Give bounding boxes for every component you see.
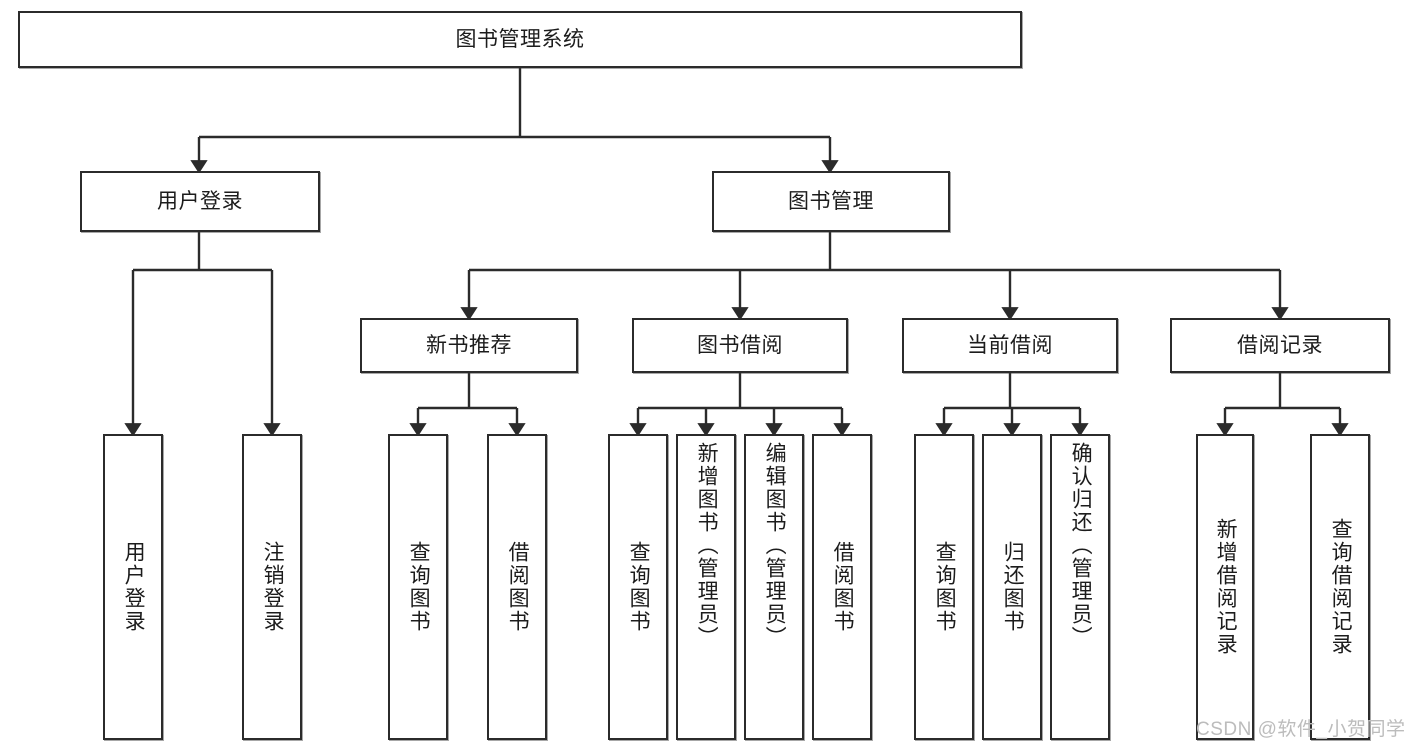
node-leaf-add-record-label: 新增借阅记录 — [1214, 518, 1238, 656]
node-root[interactable]: 图书管理系统 — [18, 11, 1022, 68]
node-leaf-query-book-3-label: 查询图书 — [933, 541, 957, 633]
node-leaf-confirm-return-label: 确认归还（管理员） — [1069, 442, 1093, 649]
node-leaf-borrow-book-2-label: 借阅图书 — [831, 541, 855, 633]
node-leaf-edit-book-label: 编辑图书（管理员） — [763, 442, 787, 649]
node-leaf-query-book-1[interactable]: 查询图书 — [388, 434, 448, 740]
node-book-manage[interactable]: 图书管理 — [712, 171, 950, 232]
node-leaf-logout[interactable]: 注销登录 — [242, 434, 302, 740]
node-book-borrow-label: 图书借阅 — [697, 333, 783, 357]
node-new-book-rec[interactable]: 新书推荐 — [360, 318, 578, 373]
node-leaf-borrow-book-1-label: 借阅图书 — [506, 541, 530, 633]
node-leaf-add-record[interactable]: 新增借阅记录 — [1196, 434, 1254, 740]
csdn-watermark: CSDN @软件_小贺同学 — [1196, 719, 1405, 740]
node-leaf-return-book-label: 归还图书 — [1001, 541, 1025, 633]
node-leaf-return-book[interactable]: 归还图书 — [982, 434, 1042, 740]
node-leaf-confirm-return[interactable]: 确认归还（管理员） — [1050, 434, 1110, 740]
node-leaf-query-book-2-label: 查询图书 — [627, 541, 651, 633]
node-leaf-add-book-label: 新增图书（管理员） — [695, 442, 719, 649]
node-leaf-query-book-2[interactable]: 查询图书 — [608, 434, 668, 740]
node-current-borrow[interactable]: 当前借阅 — [902, 318, 1118, 373]
node-borrow-record[interactable]: 借阅记录 — [1170, 318, 1390, 373]
node-book-manage-label: 图书管理 — [788, 189, 874, 213]
node-leaf-query-record-label: 查询借阅记录 — [1329, 518, 1353, 656]
node-current-borrow-label: 当前借阅 — [967, 333, 1053, 357]
node-user-login-label: 用户登录 — [157, 189, 243, 213]
node-borrow-record-label: 借阅记录 — [1237, 333, 1323, 357]
node-leaf-borrow-book-1[interactable]: 借阅图书 — [487, 434, 547, 740]
node-leaf-query-book-3[interactable]: 查询图书 — [914, 434, 974, 740]
node-book-borrow[interactable]: 图书借阅 — [632, 318, 848, 373]
node-leaf-borrow-book-2[interactable]: 借阅图书 — [812, 434, 872, 740]
node-user-login[interactable]: 用户登录 — [80, 171, 320, 232]
node-new-book-rec-label: 新书推荐 — [426, 333, 512, 357]
node-root-label: 图书管理系统 — [455, 27, 585, 51]
node-leaf-logout-label: 注销登录 — [261, 541, 285, 633]
node-leaf-add-book[interactable]: 新增图书（管理员） — [676, 434, 736, 740]
node-leaf-user-login-label: 用户登录 — [122, 541, 146, 633]
node-leaf-query-record[interactable]: 查询借阅记录 — [1310, 434, 1370, 740]
node-leaf-user-login[interactable]: 用户登录 — [103, 434, 163, 740]
node-leaf-query-book-1-label: 查询图书 — [407, 541, 431, 633]
node-leaf-edit-book[interactable]: 编辑图书（管理员） — [744, 434, 804, 740]
